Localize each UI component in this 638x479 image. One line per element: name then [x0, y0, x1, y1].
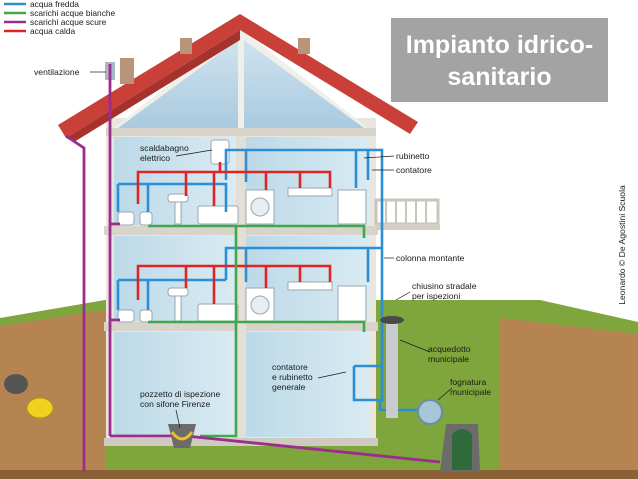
label-chiusino-1: chiusino stradale: [412, 281, 477, 291]
label-rubinetto: rubinetto: [396, 151, 430, 161]
label-ventilazione: ventilazione: [34, 67, 80, 77]
hot-water-pipes: [136, 162, 332, 304]
label-scaldabagno-1: scaldabagno: [140, 143, 189, 153]
label-contatore-rubinetto-1: contatore: [272, 362, 308, 372]
label-acquedotto-2: municipale: [428, 354, 469, 364]
label-pozzetto-1: pozzetto di ispezione: [140, 389, 220, 399]
legend: acqua fredda scarichi acque bianche scar…: [4, 0, 116, 36]
legend-label-hot: acqua calda: [30, 26, 76, 36]
label-contatore-rubinetto-3: generale: [272, 382, 306, 392]
callout-lines: [90, 71, 453, 429]
legend-label-dark-waste: scarichi acque scure: [30, 17, 107, 27]
label-pozzetto-2: con sifone Firenze: [140, 399, 210, 409]
diagram-labels: ventilazione scaldabagno elettrico rubin…: [34, 67, 491, 409]
label-fognatura-1: fognatura: [450, 377, 487, 387]
label-contatore-rubinetto-2: e rubinetto: [272, 372, 313, 382]
title-box: Impianto idrico- sanitario: [391, 18, 608, 102]
title-line-2: sanitario: [447, 63, 552, 91]
label-acquedotto-1: acquedotto: [428, 344, 471, 354]
legend-label-white-waste: scarichi acque bianche: [30, 8, 116, 18]
label-contatore: contatore: [396, 165, 432, 175]
label-colonna-montante: colonna montante: [396, 253, 465, 263]
title-line-1: Impianto idrico-: [405, 31, 594, 59]
label-fognatura-2: municipale: [450, 387, 491, 397]
legend-label-cold: acqua fredda: [30, 0, 79, 9]
cold-water-pipes: [116, 148, 430, 412]
label-scaldabagno-2: elettrico: [140, 153, 170, 163]
white-waste-pipes: [148, 224, 366, 438]
credit-text: Leonardo © De Agostini Scuola: [617, 185, 627, 305]
label-chiusino-2: per ispezioni: [412, 291, 460, 301]
underground-elements: [4, 316, 480, 472]
